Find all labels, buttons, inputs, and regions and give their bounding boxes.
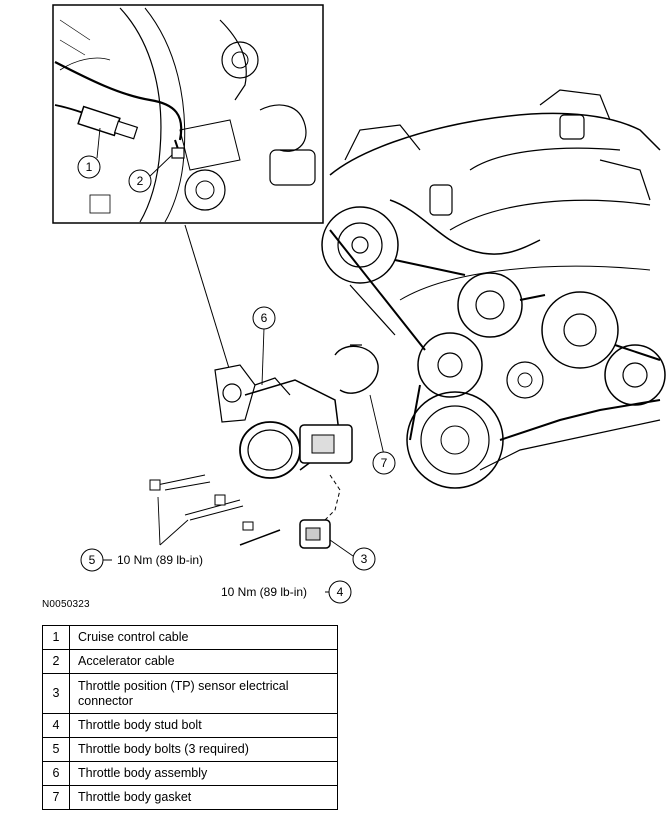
svg-text:5: 5 xyxy=(89,553,96,567)
item-description: Throttle position (TP) sensor electrical… xyxy=(69,673,338,714)
callout-2: 2 xyxy=(128,169,152,193)
item-description: Throttle body bolts (3 required) xyxy=(69,737,338,762)
engine-assembly xyxy=(321,89,666,489)
parts-legend-table: 1 Cruise control cable 2 Accelerator cab… xyxy=(42,625,338,810)
torque-label-4: 10 Nm (89 lb-in) xyxy=(221,585,307,599)
callout-7: 7 xyxy=(372,451,396,475)
svg-text:1: 1 xyxy=(86,160,93,174)
table-row: 1 Cruise control cable xyxy=(42,625,338,650)
throttle-body-exploded-diagram: 1 2 6 7 3 5 10 Nm (89 lb-in) 10 Nm (89 l… xyxy=(52,4,666,604)
item-description: Throttle body stud bolt xyxy=(69,713,338,738)
inset-detail-view xyxy=(52,4,324,224)
callout-6: 6 xyxy=(252,306,276,330)
item-description: Throttle body gasket xyxy=(69,785,338,810)
callout-4: 10 Nm (89 lb-in) 4 xyxy=(221,580,352,604)
callout-3: 3 xyxy=(352,547,376,571)
svg-text:3: 3 xyxy=(361,552,368,566)
table-row: 4 Throttle body stud bolt xyxy=(42,713,338,738)
item-number: 5 xyxy=(42,737,70,762)
figure-id: N0050323 xyxy=(42,599,90,610)
item-number: 1 xyxy=(42,625,70,650)
table-row: 2 Accelerator cable xyxy=(42,649,338,674)
svg-text:2: 2 xyxy=(137,174,144,188)
callout-1: 1 xyxy=(77,155,101,179)
item-number: 6 xyxy=(42,761,70,786)
item-number: 7 xyxy=(42,785,70,810)
item-description: Cruise control cable xyxy=(69,625,338,650)
table-row: 5 Throttle body bolts (3 required) xyxy=(42,737,338,762)
table-row: 7 Throttle body gasket xyxy=(42,785,338,810)
table-row: 6 Throttle body assembly xyxy=(42,761,338,786)
item-number: 2 xyxy=(42,649,70,674)
torque-label-5: 10 Nm (89 lb-in) xyxy=(117,553,203,567)
item-number: 3 xyxy=(42,673,70,714)
item-description: Accelerator cable xyxy=(69,649,338,674)
callout-5: 5 10 Nm (89 lb-in) xyxy=(80,548,203,572)
inset-leader-line xyxy=(184,224,233,379)
svg-text:7: 7 xyxy=(381,456,388,470)
item-description: Throttle body assembly xyxy=(69,761,338,786)
svg-text:6: 6 xyxy=(261,311,268,325)
item-number: 4 xyxy=(42,713,70,738)
svg-text:4: 4 xyxy=(337,585,344,599)
table-row: 3 Throttle position (TP) sensor electric… xyxy=(42,673,338,714)
throttle-body-illustration xyxy=(149,344,379,549)
callout-leaders xyxy=(96,127,385,557)
